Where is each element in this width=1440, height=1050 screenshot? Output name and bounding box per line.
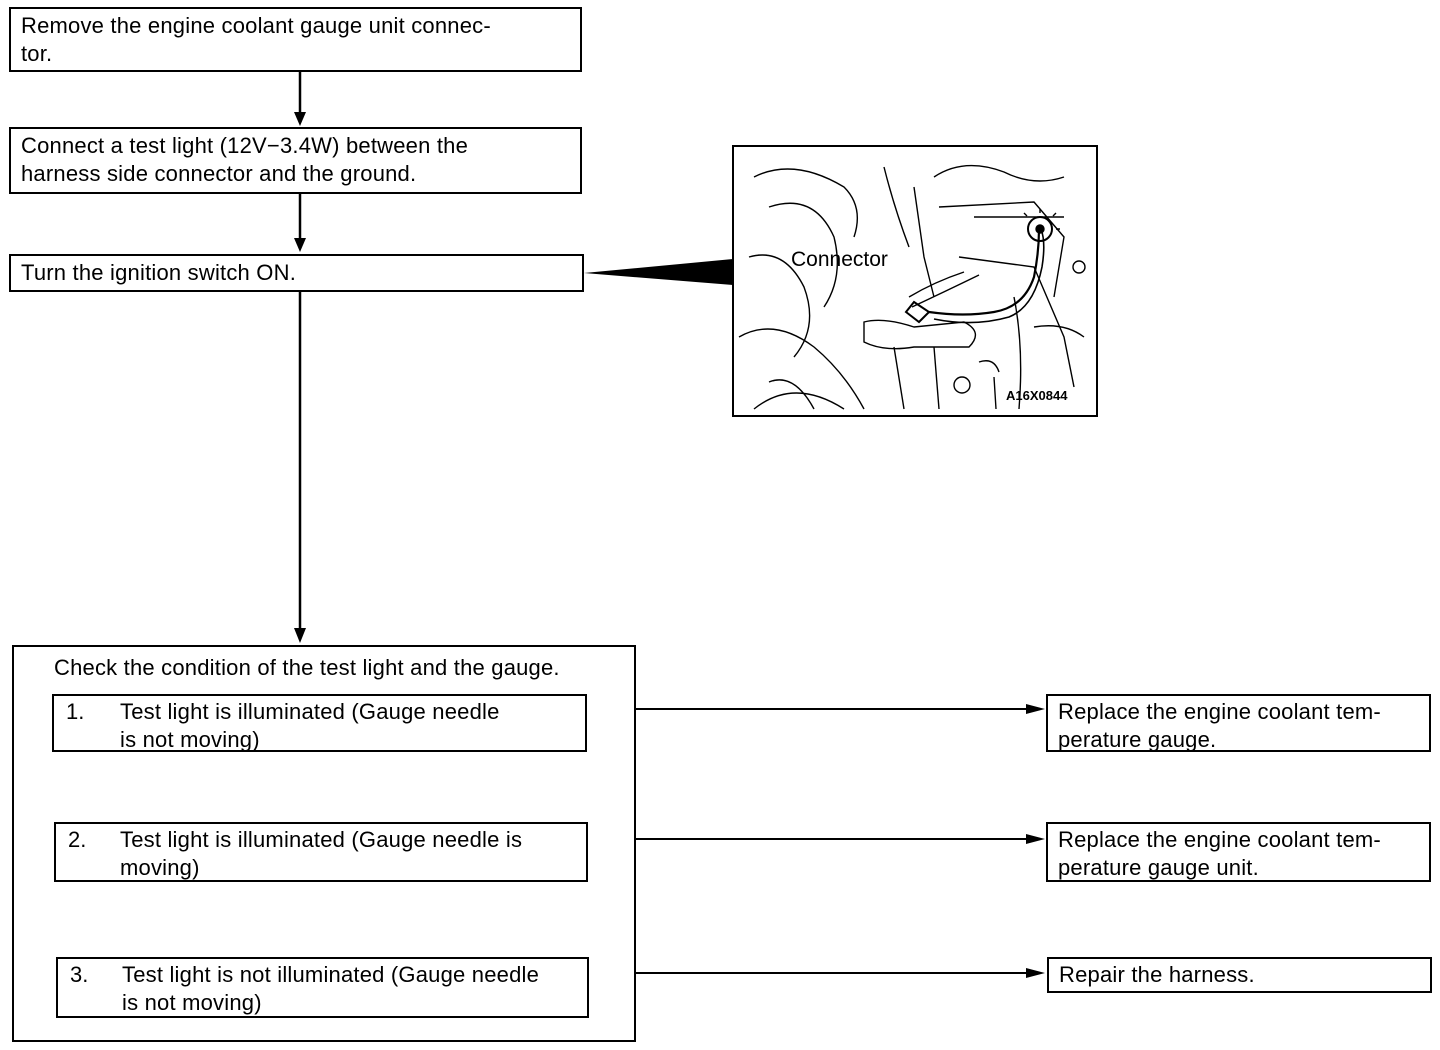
condition-1: 1. Test light is illuminated (Gauge need…	[52, 694, 587, 752]
result-replace-gauge: Replace the engine coolant tem- perature…	[1046, 694, 1431, 752]
result-repair-harness: Repair the harness.	[1047, 957, 1432, 993]
condition-2-number: 2.	[68, 827, 87, 852]
result-replace-gauge-unit: Replace the engine coolant tem- perature…	[1046, 822, 1431, 882]
condition-1-number: 1.	[66, 699, 85, 724]
arrowhead-result2	[1026, 834, 1045, 844]
condition-3-text: Test light is not illuminated (Gauge nee…	[122, 962, 540, 1015]
check-title: Check the condition of the test light an…	[54, 655, 560, 680]
step-connect-test-light-text: Connect a test light (12V−3.4W) between …	[21, 133, 469, 186]
arrowhead-result3	[1026, 968, 1045, 978]
illustration-code: A16X0844	[1006, 388, 1068, 403]
condition-3-number: 3.	[70, 962, 89, 987]
result-replace-gauge-text: Replace the engine coolant tem- perature…	[1058, 699, 1381, 752]
condition-2: 2. Test light is illuminated (Gauge need…	[54, 822, 588, 882]
arrowhead-result1	[1026, 704, 1045, 714]
engine-bay-drawing: Connector A16X0844	[738, 164, 1086, 410]
step-connect-test-light: Connect a test light (12V−3.4W) between …	[9, 127, 582, 194]
arrowhead-step3	[294, 238, 306, 252]
condition-2-text: Test light is illuminated (Gauge needle …	[120, 827, 523, 880]
step-ignition-on: Turn the ignition switch ON.	[9, 254, 584, 292]
condition-1-text: Test light is illuminated (Gauge needle …	[120, 699, 500, 752]
connector-illustration: Connector A16X0844	[732, 145, 1098, 417]
connector-label: Connector	[791, 248, 888, 271]
result-repair-harness-text: Repair the harness.	[1059, 962, 1255, 987]
result-replace-gauge-unit-text: Replace the engine coolant tem- perature…	[1058, 827, 1381, 880]
step-ignition-on-text: Turn the ignition switch ON.	[21, 260, 297, 285]
condition-3: 3. Test light is not illuminated (Gauge …	[56, 957, 589, 1018]
arrowhead-check	[294, 628, 306, 643]
arrowhead-step2	[294, 112, 306, 126]
step-remove-connector: Remove the engine coolant gauge unit con…	[9, 7, 582, 72]
illustration-pointer	[584, 259, 733, 285]
step-remove-connector-text: Remove the engine coolant gauge unit con…	[21, 13, 491, 66]
